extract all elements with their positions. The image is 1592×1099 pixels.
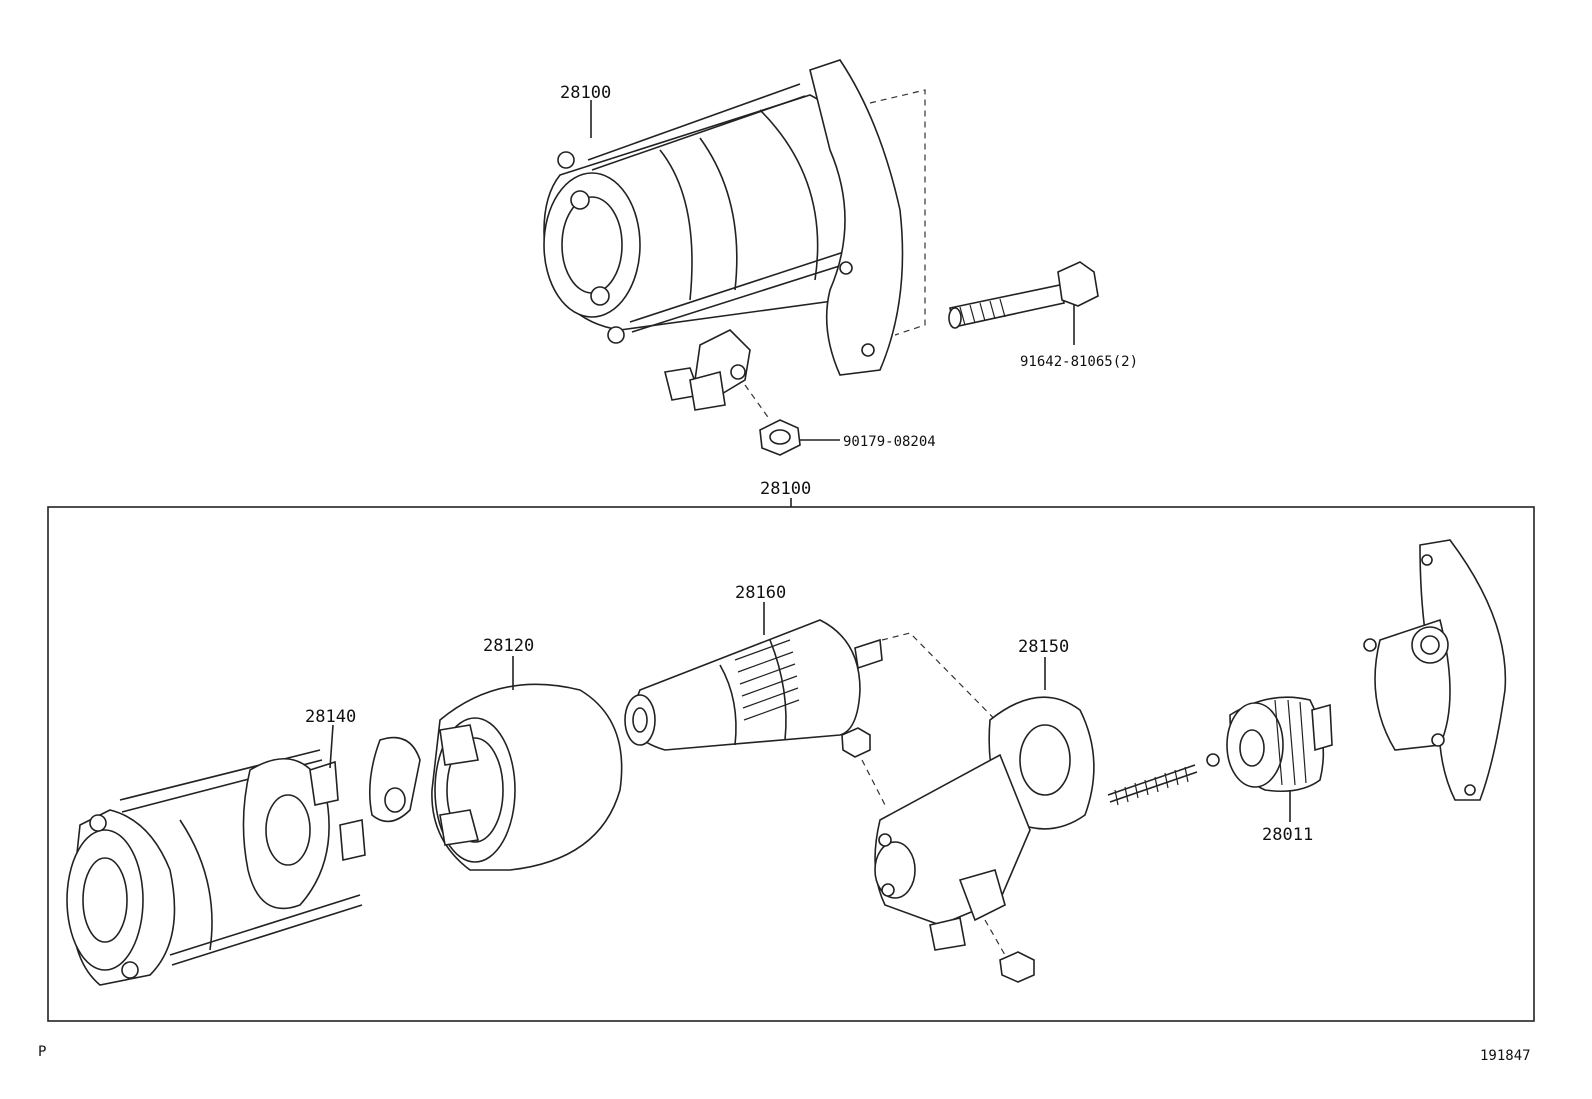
end-frame-part [66, 749, 366, 986]
footer-left-mark: P [38, 1044, 46, 1060]
label-91642-81065: 91642-81065(2) [1020, 354, 1138, 370]
label-28160: 28160 [735, 583, 786, 603]
figure-number: 191847 [1480, 1048, 1531, 1064]
drive-housing-part [874, 696, 1095, 951]
drive-end-frame [1363, 539, 1507, 801]
flange-bolt [948, 261, 1099, 329]
label-28120: 28120 [483, 636, 534, 656]
hex-nut [759, 419, 801, 456]
label-28150: 28150 [1018, 637, 1069, 657]
return-spring [1107, 753, 1220, 806]
armature-part [624, 619, 883, 751]
label-28100-kit: 28100 [760, 479, 811, 499]
label-28140: 28140 [305, 707, 356, 727]
starter-assembly-illustration [543, 59, 904, 411]
label-28100-top: 28100 [560, 83, 611, 103]
starter-clutch-part [1226, 696, 1333, 793]
label-90179-08204: 90179-08204 [843, 434, 936, 450]
field-frame-part [368, 683, 623, 871]
label-28011: 28011 [1262, 825, 1313, 845]
